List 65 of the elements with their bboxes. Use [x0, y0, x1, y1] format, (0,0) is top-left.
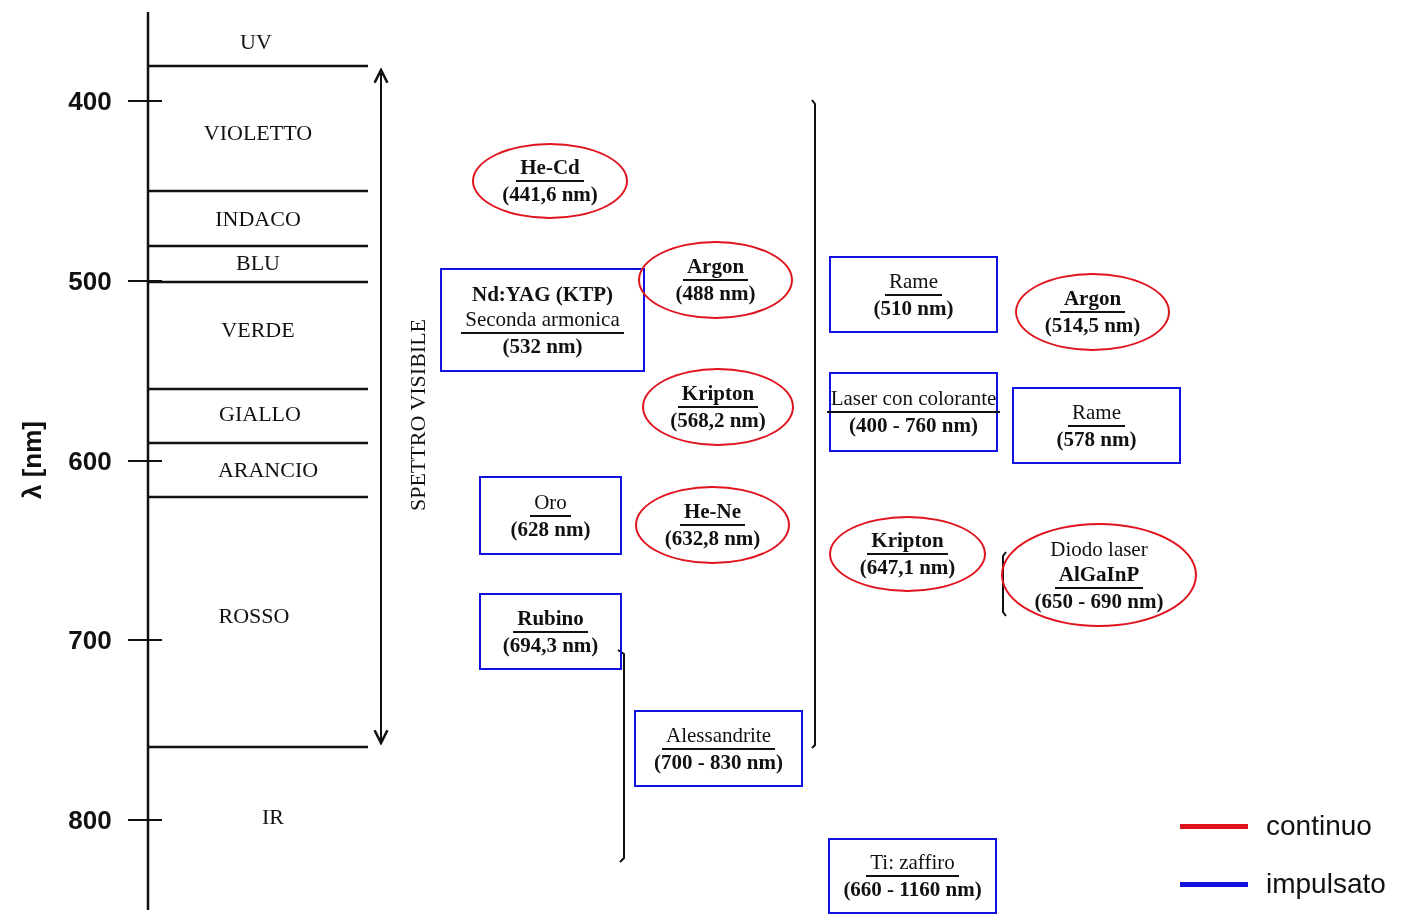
legend-label: continuo [1266, 810, 1372, 842]
wavelength-text: (568,2 nm) [670, 408, 766, 433]
wavelength-text: (578 nm) [1056, 426, 1137, 452]
laser-box [829, 372, 998, 452]
wavelength-text: (510 nm) [873, 295, 954, 321]
laser-box [1012, 387, 1181, 464]
laser-name: Argon [1059, 286, 1126, 313]
laser-name: AlGaInP [1054, 561, 1144, 589]
laser-box [828, 838, 997, 914]
wavelength-text: (441,6 nm) [502, 182, 598, 207]
laser-name: Kripton [677, 381, 759, 408]
axis-title: λ [nm] [16, 421, 48, 499]
axis-tick-label: 500 [68, 265, 112, 297]
laser-box [479, 476, 622, 555]
legend-label: impulsato [1266, 868, 1386, 900]
color-band-label: BLU [236, 250, 280, 276]
color-band-label: ARANCIO [217, 457, 319, 483]
color-band-label: VERDE [221, 317, 295, 343]
wavelength-text: (532 nm) [502, 333, 583, 359]
laser-ellipse [1015, 273, 1170, 351]
laser-box [440, 268, 645, 372]
laser-name: Alessandrite [662, 722, 775, 750]
wavelength-text: (700 - 830 nm) [654, 749, 783, 775]
color-band-label: INDACO [215, 206, 301, 232]
wavelength-text: (514,5 nm) [1044, 313, 1141, 338]
laser-box [479, 593, 622, 670]
laser-ellipse [829, 516, 986, 592]
wavelength-text: (647,1 nm) [859, 555, 956, 580]
laser-name: Argon [682, 254, 749, 281]
laser-ellipse [642, 368, 794, 446]
laser-name: Kripton [867, 528, 948, 555]
axis-tick-label: 400 [68, 85, 112, 117]
spectrum-label: SPETTRO VISIBILE [405, 318, 431, 512]
color-band-label: UV [240, 29, 272, 55]
wavelength-text: (660 - 1160 nm) [843, 877, 982, 902]
wavelength-text: (632,8 nm) [664, 526, 761, 551]
laser-name: Rame [1068, 399, 1125, 427]
laser-name: Laser con colorante [826, 386, 1001, 413]
color-band-label: ROSSO [218, 603, 290, 629]
wavelength-text: (488 nm) [675, 281, 756, 306]
laser-name: Seconda armonica [461, 306, 624, 334]
wavelength-text: (650 - 690 nm) [1034, 588, 1164, 614]
laser-ellipse [1001, 523, 1197, 627]
laser-name: Ti: zaffiro [866, 850, 959, 877]
laser-box [829, 256, 998, 333]
laser-name: Rame [885, 268, 942, 296]
laser-ellipse [635, 486, 790, 564]
laser-ellipse [638, 241, 793, 319]
laser-name: Oro [530, 489, 571, 517]
wavelength-text: (694,3 nm) [502, 632, 599, 658]
laser-name: He-Ne [679, 499, 746, 526]
laser-ellipse [472, 143, 628, 219]
color-band-label: IR [262, 804, 284, 830]
laser-name: He-Cd [516, 155, 584, 182]
laser-name: Rubino [513, 605, 588, 633]
color-band-label: VIOLETTO [203, 120, 313, 146]
axis-tick-label: 700 [68, 624, 112, 656]
wavelength-text: (628 nm) [510, 516, 591, 542]
laser-name: Nd:YAG (KTP) [472, 281, 613, 307]
wavelength-text: (400 - 760 nm) [849, 413, 978, 438]
axis-tick-label: 600 [68, 445, 112, 477]
axis-tick-label: 800 [68, 804, 112, 836]
color-band-label: GIALLO [219, 401, 301, 427]
laser-name: Diodo laser [1050, 536, 1148, 562]
laser-box [634, 710, 803, 787]
